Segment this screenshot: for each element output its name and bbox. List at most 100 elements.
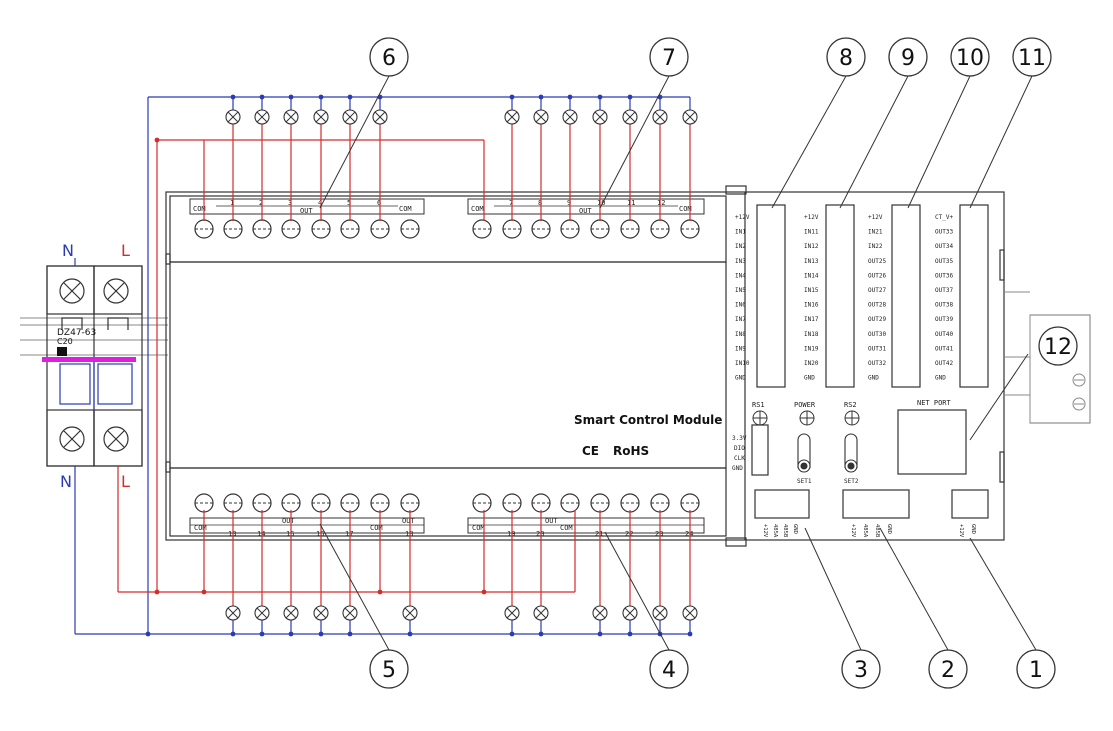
status-leds [752, 410, 860, 426]
io-pin-label: GND [804, 375, 815, 382]
io-pin-label: +12V [735, 214, 750, 221]
io-pin-label: OUT27 [868, 287, 886, 294]
terminal-screw-icon [252, 493, 272, 513]
io-pin-label: OUT36 [935, 272, 953, 279]
io-pin-label: IN19 [804, 345, 819, 352]
bottom-right-strip-terminal-number: 22 [625, 530, 633, 538]
load-lamp-icon [622, 109, 638, 125]
terminal-screw-icon [311, 219, 331, 239]
io-header-1 [756, 204, 786, 388]
bottom-right-strip-out-label: OUT [545, 517, 558, 525]
callout-circle [841, 649, 881, 689]
junction-dot [481, 589, 487, 595]
junction-dot [567, 94, 573, 100]
terminal-screw-icon [560, 219, 580, 239]
callout-circle [1016, 649, 1056, 689]
bottom-right-strip-terminal-number: 20 [536, 530, 544, 538]
io-pin-label: IN2 [735, 243, 746, 250]
io-pin-label: IN15 [804, 287, 819, 294]
top-left-strip-com-right: COM [399, 205, 412, 213]
io-pin-label: IN8 [735, 331, 746, 338]
bottom-right-strip-terminal-number: 21 [595, 530, 603, 538]
callout-number: 3 [854, 658, 868, 683]
terminal-screw-icon [223, 219, 243, 239]
terminal-screw-icon [502, 219, 522, 239]
callout-2: 2 [879, 527, 968, 689]
io-pin-label: OUT38 [935, 302, 953, 309]
load-lamp-icon [592, 605, 608, 621]
load-lamp-icon [342, 605, 358, 621]
terminal-screw-icon [311, 493, 331, 513]
bottom-left-strip-out-label: OUT [282, 517, 295, 525]
io-pin-label: OUT29 [868, 316, 886, 323]
io-pin-label: IN14 [804, 272, 819, 279]
set2-label: SET2 [844, 478, 859, 485]
io-pin-label: IN11 [804, 229, 819, 236]
io-pin-label: IN5 [735, 287, 746, 294]
rs1-label: RS1 [752, 401, 765, 409]
callout-circle [369, 649, 409, 689]
io-pin-label: +12V [804, 214, 819, 221]
terminal-screw-icon [620, 493, 640, 513]
terminal-screw-icon [620, 219, 640, 239]
load-lamp-icon [592, 109, 608, 125]
top-left-strip-terminal-number: 6 [377, 199, 381, 207]
callout-10: 10 [907, 37, 990, 209]
connector-pin-label: +12V [850, 524, 856, 538]
callout-12: 12 [969, 326, 1078, 441]
load-lamp-icon [225, 605, 241, 621]
junction-dot [259, 94, 265, 100]
terminal-screw-icon [472, 493, 492, 513]
io-pin-label: IN17 [804, 316, 819, 323]
breaker-handle-bar [42, 357, 136, 362]
io-pin-label: GND [735, 375, 746, 382]
callout-number: 6 [382, 46, 396, 71]
callout-leader-line [879, 527, 949, 651]
load-lamp-icon [372, 109, 388, 125]
terminal-screw-icon [650, 493, 670, 513]
terminal-screw-icon [194, 493, 214, 513]
io-pin-label: OUT26 [868, 272, 886, 279]
junction-dot [145, 631, 151, 637]
junction-dot [318, 631, 324, 637]
load-lamp-icon [313, 109, 329, 125]
net-port-socket [897, 409, 967, 475]
breaker-model: DZ47-63 [57, 328, 96, 338]
bottom-left-strip-terminal-number: 14 [257, 530, 265, 538]
terminal-screw-icon [252, 219, 272, 239]
top-left-strip-com-left: COM [193, 205, 206, 213]
callout-number: 12 [1044, 335, 1072, 360]
callout-leader-line [907, 75, 971, 209]
debug-header-socket [751, 424, 769, 476]
junction-dot [509, 631, 515, 637]
callout-number: 11 [1018, 46, 1046, 71]
callout-5: 5 [319, 523, 409, 689]
io-pin-label: OUT42 [935, 360, 953, 367]
net-port-label: NET PORT [917, 399, 952, 407]
callout-circle [888, 37, 928, 77]
io-header-2 [825, 204, 855, 388]
connector-pin-label: GND [886, 524, 892, 534]
callout-leader-line [839, 75, 909, 209]
ce-mark: CE [582, 444, 599, 458]
junction-dot [288, 631, 294, 637]
top-left-strip-out-label: OUT [300, 207, 313, 215]
io-pin-label: OUT35 [935, 258, 953, 265]
callout-circle [950, 37, 990, 77]
load-lamp-icon [283, 109, 299, 125]
terminal-screw-icon [340, 219, 360, 239]
load-lamp-icon [225, 109, 241, 125]
load-lamp-icon [254, 605, 270, 621]
rs485-connector-2 [842, 489, 910, 519]
load-lamp-icon [283, 605, 299, 621]
top-left-strip-label-strip [189, 198, 425, 215]
callout-1: 1 [969, 537, 1056, 689]
terminal-screw-icon [340, 493, 360, 513]
terminal-screw-icon [223, 493, 243, 513]
io-pin-label: IN1 [735, 229, 746, 236]
load-lamp-icon [533, 109, 549, 125]
terminal-screw-icon [400, 493, 420, 513]
io-pin-label: IN9 [735, 345, 746, 352]
junction-dot [597, 631, 603, 637]
